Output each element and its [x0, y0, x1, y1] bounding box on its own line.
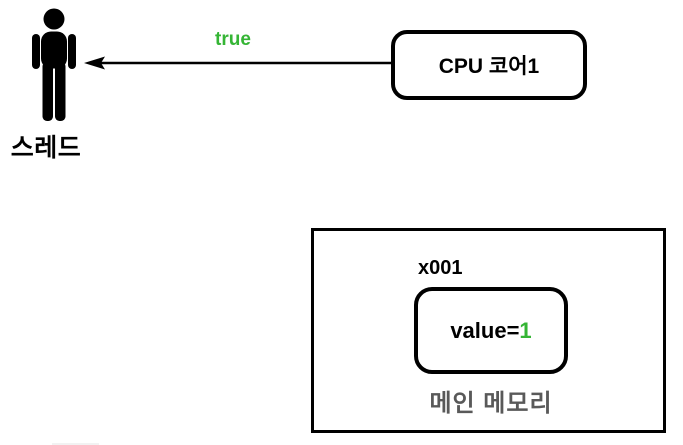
- cropped-edge-sliver: [52, 443, 99, 445]
- thread-label: 스레드: [10, 134, 82, 162]
- signal-label: true: [215, 29, 251, 50]
- main-memory-box: x001 value=1 메인 메모리: [311, 228, 666, 433]
- arrow-left-icon: [84, 56, 392, 70]
- memory-address-label: x001: [418, 257, 463, 279]
- cpu-core-label: CPU 코어1: [438, 55, 540, 78]
- memory-value-text: value=1: [450, 318, 531, 344]
- memory-value-box: value=1: [414, 287, 568, 374]
- person-icon: [32, 8, 76, 121]
- memory-value-number: 1: [519, 317, 532, 343]
- cpu-core-box: CPU 코어1: [391, 30, 587, 100]
- memory-value-prefix: value=: [450, 317, 520, 343]
- main-memory-label: 메인 메모리: [429, 390, 553, 417]
